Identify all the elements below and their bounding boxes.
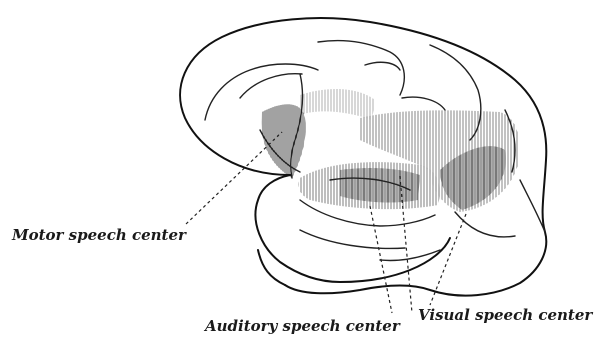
- auditory-speech-center-label: Auditory speech center: [203, 317, 401, 335]
- motor-speech-area: [261, 104, 305, 178]
- visual-speech-center-label: Visual speech center: [418, 306, 593, 324]
- auditory-leader-a: [370, 206, 392, 313]
- auditory-speech-area: [298, 162, 440, 209]
- hatched-band: [300, 89, 375, 120]
- motor-speech-center-label: Motor speech center: [11, 226, 187, 244]
